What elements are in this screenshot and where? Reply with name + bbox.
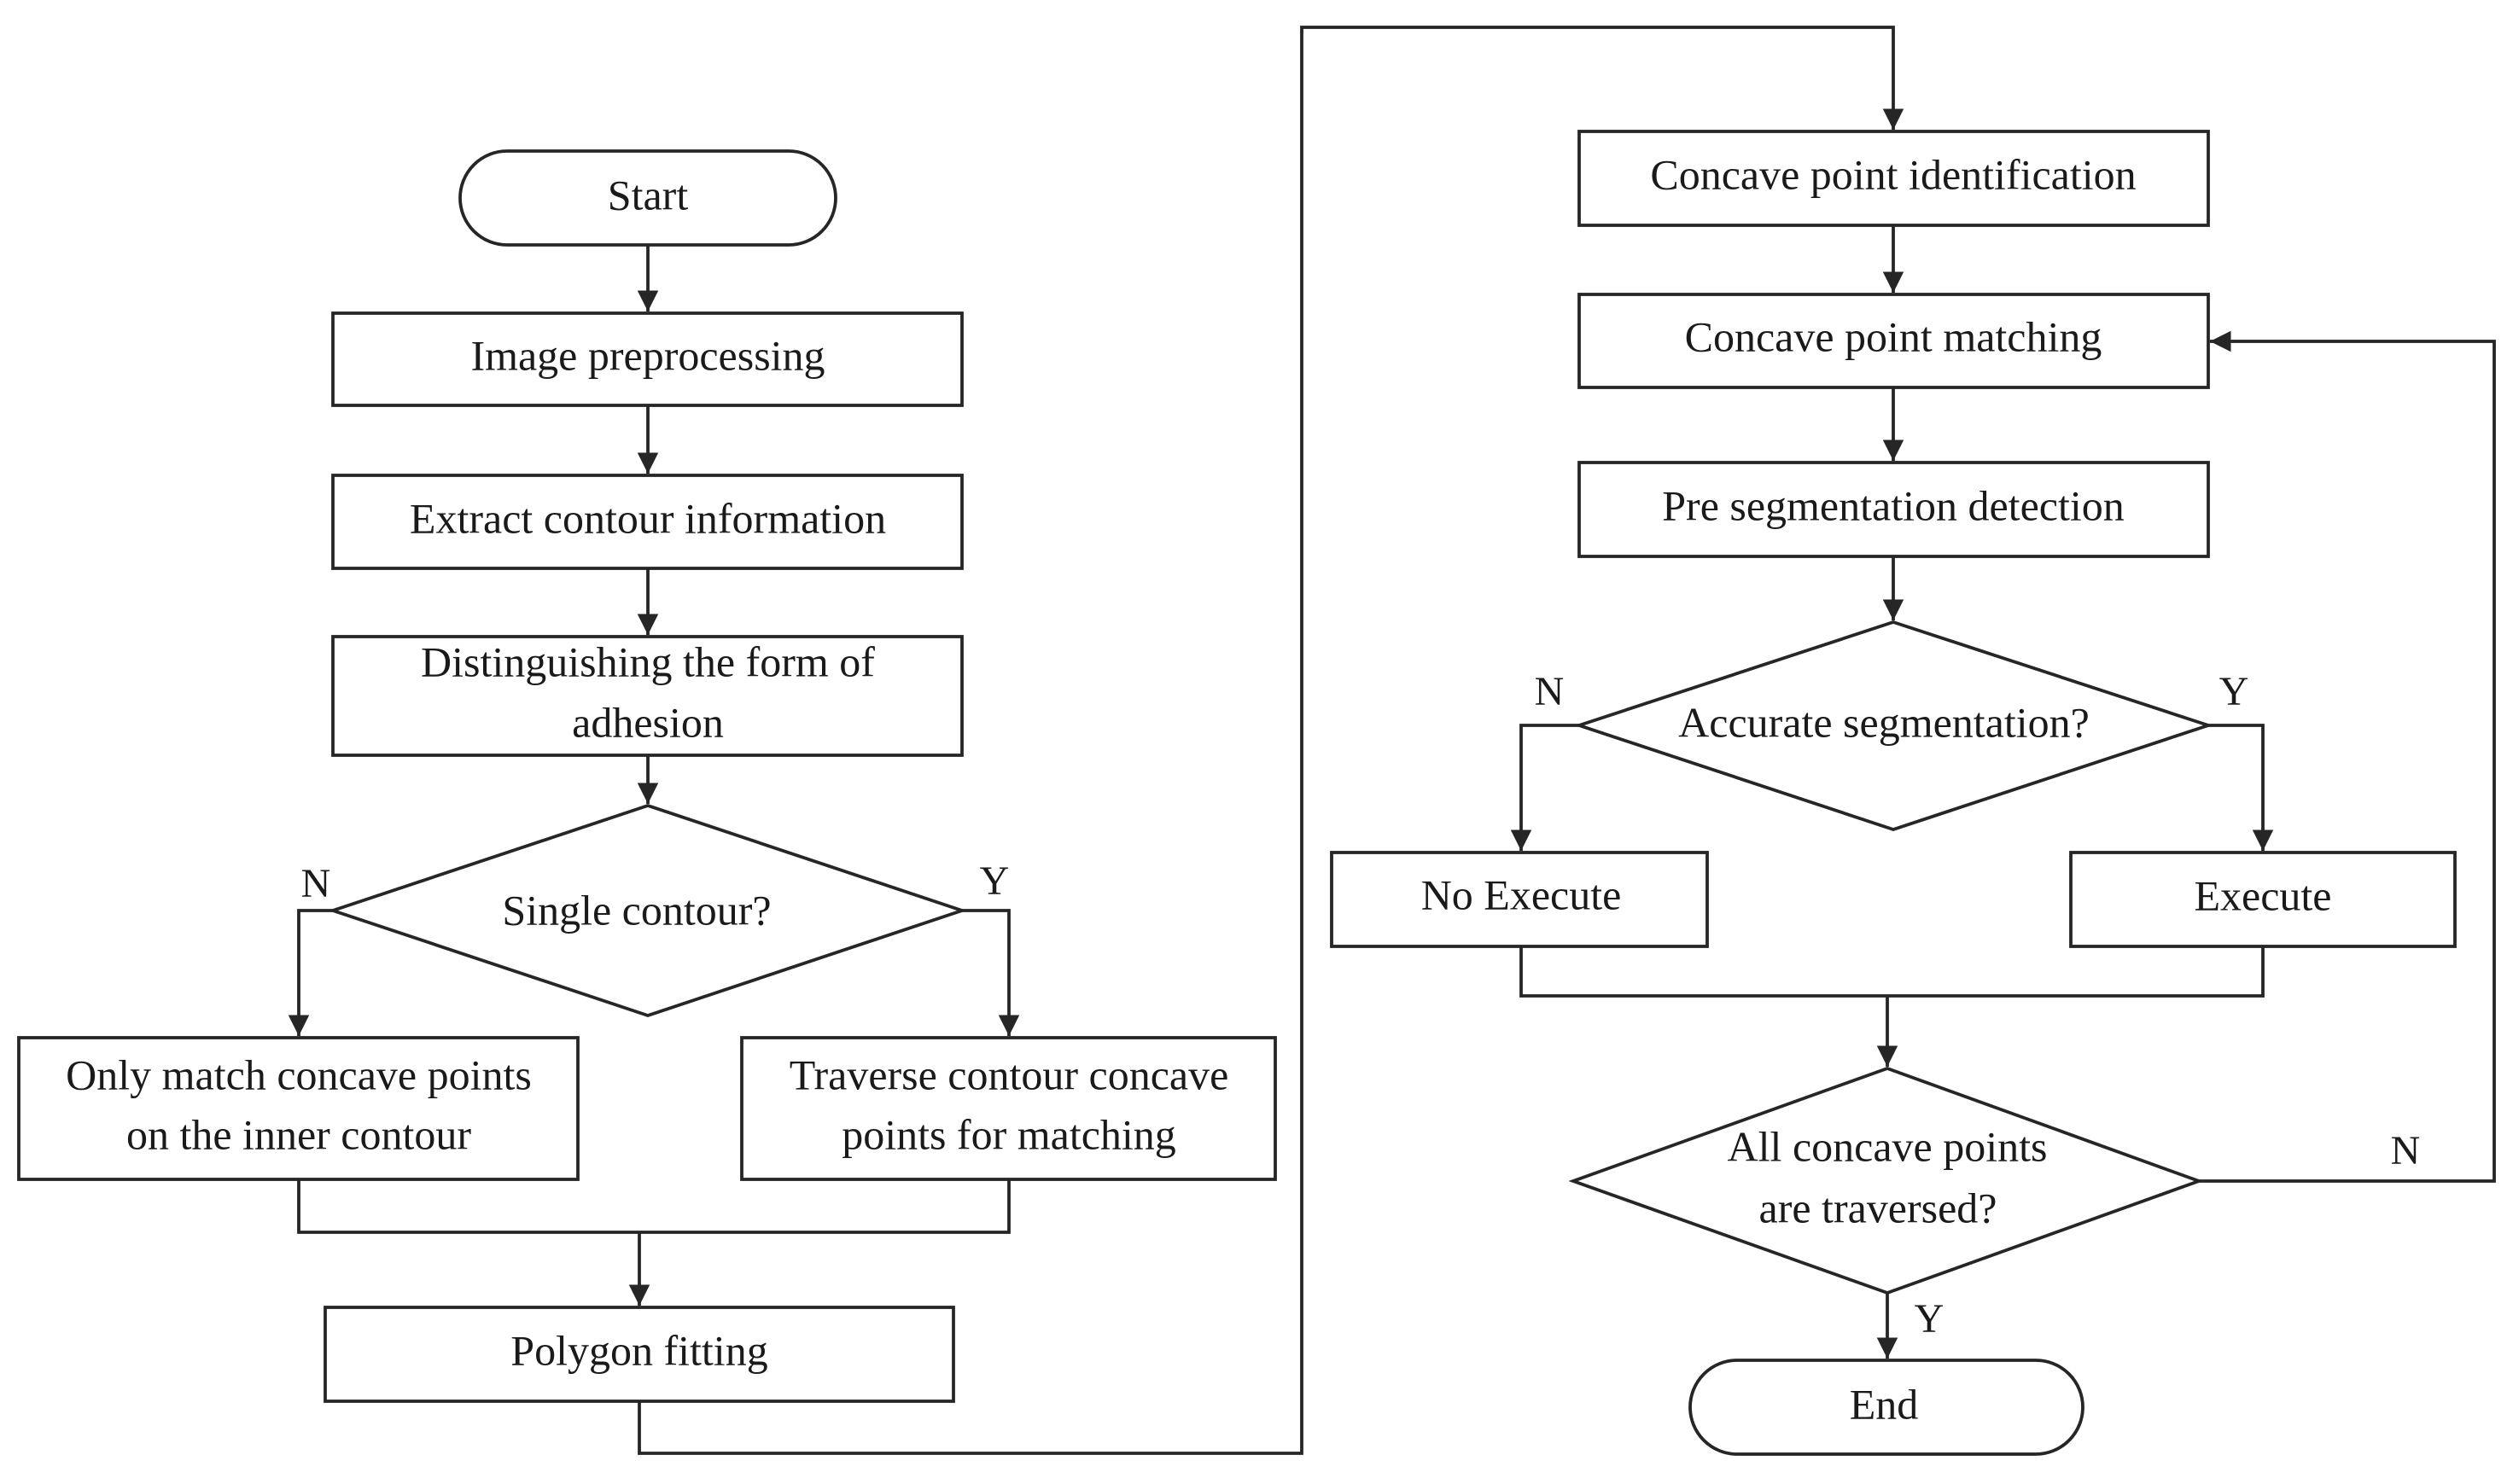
arrow-single-contour-yes <box>962 909 1020 1036</box>
only-match-inner-box <box>17 1036 580 1181</box>
all-traversed-yes-label: Y <box>1915 1296 1945 1341</box>
all-traversed-label-line2: are traversed? <box>1759 1184 1997 1231</box>
distinguish-adhesion-label-line1: Distinguishing the form of <box>421 637 875 685</box>
single-contour-decision <box>327 803 967 1018</box>
concave-identification-label: Concave point identification <box>1650 150 2136 198</box>
distinguish-adhesion-label-line2: adhesion <box>572 698 724 746</box>
all-traversed-label-line1: All concave points <box>1728 1122 2048 1170</box>
start-label: Start <box>608 171 689 218</box>
polygon-fitting-box <box>324 1306 955 1403</box>
arrow-accurate-no <box>1510 724 1579 851</box>
no-execute-label: No Execute <box>1421 870 1622 918</box>
distinguish-adhesion-box <box>331 635 964 757</box>
accurate-yes-label: Y <box>2219 669 2249 714</box>
accurate-segmentation-label: Accurate segmentation? <box>1678 698 2090 746</box>
traverse-contour-label-line1: Traverse contour concave <box>790 1050 1229 1098</box>
all-traversed-decision <box>1568 1066 2204 1295</box>
concave-matching-box <box>1577 293 2210 389</box>
execute-box <box>2069 851 2457 948</box>
single-contour-label: Single contour? <box>502 886 771 934</box>
arrow-single-contour-no <box>288 909 333 1036</box>
pre-segmentation-label: Pre segmentation detection <box>1662 481 2125 529</box>
concave-matching-label: Concave point matching <box>1685 312 2102 360</box>
traverse-contour-box <box>740 1036 1277 1181</box>
execute-label: Execute <box>2194 871 2331 919</box>
end-terminal <box>1688 1359 2084 1456</box>
accurate-no-label: N <box>1535 669 1565 714</box>
image-preprocessing-box <box>331 311 964 407</box>
arrow-all-traversed-no-loop <box>2199 330 2496 1183</box>
single-contour-no-label: N <box>301 861 331 906</box>
extract-contour-label: Extract contour information <box>410 494 886 542</box>
image-preprocessing-label: Image preprocessing <box>470 331 825 379</box>
only-match-inner-label-line2: on the inner contour <box>126 1110 471 1158</box>
pre-segmentation-box <box>1577 461 2210 558</box>
accurate-segmentation-decision <box>1573 620 2214 832</box>
extract-contour-box <box>331 474 964 570</box>
merge-execute-branches <box>1519 946 2265 998</box>
single-contour-yes-label: Y <box>980 858 1010 904</box>
arrow-polygon-to-identification <box>638 26 1904 1455</box>
all-traversed-no-label: N <box>2391 1128 2421 1173</box>
polygon-fitting-label: Polygon fitting <box>510 1326 767 1374</box>
merge-line-branches <box>297 1179 1011 1234</box>
only-match-inner-label-line1: Only match concave points <box>66 1050 532 1098</box>
traverse-contour-label-line2: points for matching <box>842 1110 1176 1158</box>
concave-identification-box <box>1577 130 2210 227</box>
no-execute-box <box>1330 851 1709 948</box>
end-label: End <box>1850 1380 1919 1428</box>
arrow-accurate-yes <box>2208 724 2274 851</box>
